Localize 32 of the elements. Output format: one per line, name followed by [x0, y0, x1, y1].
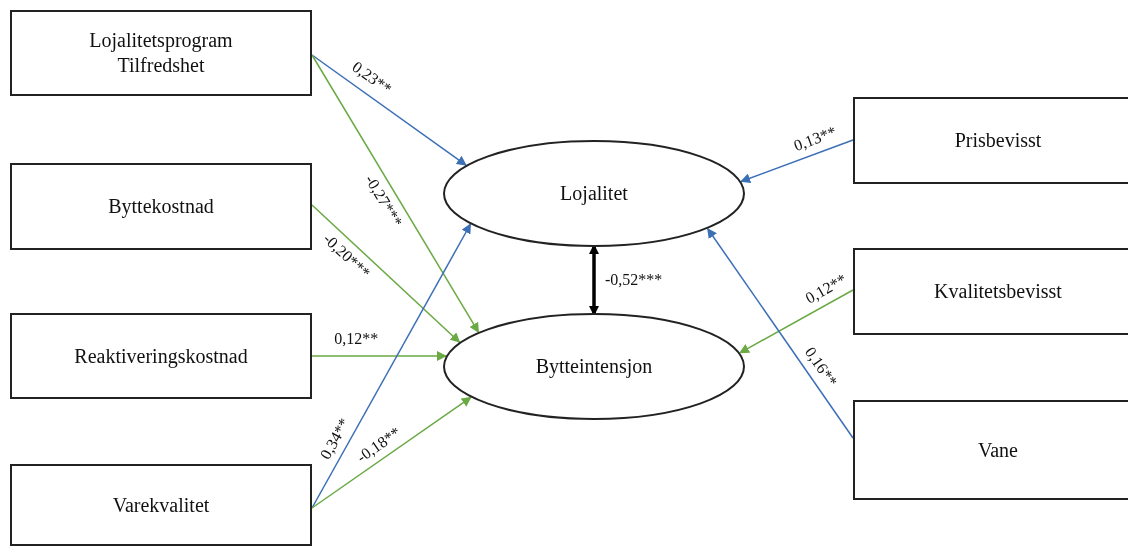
- variable-box: [853, 248, 1128, 335]
- path-arrow: [740, 139, 854, 183]
- path-arrow: [311, 54, 467, 166]
- variable-box: [10, 10, 312, 96]
- path-arrow: [311, 396, 472, 509]
- path-arrow: [311, 223, 472, 509]
- node-label: Bytteintensjon: [535, 354, 653, 379]
- path-arrow: [739, 289, 854, 354]
- path-arrow: [311, 204, 461, 343]
- latent-variable-ellipse: [443, 140, 745, 247]
- path-arrow: [589, 244, 599, 316]
- variable-box: [10, 313, 312, 399]
- variable-box: [853, 400, 1128, 500]
- coefficient-label: 0,13**: [789, 122, 840, 156]
- latent-variable-ellipse: [443, 313, 745, 420]
- variable-box: [10, 464, 312, 546]
- path-arrow: [311, 351, 447, 361]
- node-label: Lojalitetsprogram Tilfredshet: [88, 28, 234, 78]
- node-label: Varekvalitet: [112, 492, 210, 518]
- node-label: Byttekostnad: [108, 194, 214, 219]
- coefficient-label: 0,34**: [315, 414, 354, 463]
- variable-box: [853, 97, 1128, 184]
- node-label: Vane: [978, 437, 1018, 463]
- coefficient-label: -0,52***: [604, 271, 664, 289]
- path-arrow: [311, 54, 480, 333]
- node-label: Kvalitetsbevisst: [934, 279, 1062, 304]
- node-label: Lojalitet: [560, 181, 628, 206]
- node-label: Prisbevisst: [954, 128, 1042, 153]
- variable-box: [10, 163, 312, 250]
- coefficient-label: 0,12**: [333, 330, 380, 348]
- path-arrow: [706, 227, 854, 439]
- node-label: Reaktiveringskostnad: [74, 343, 248, 369]
